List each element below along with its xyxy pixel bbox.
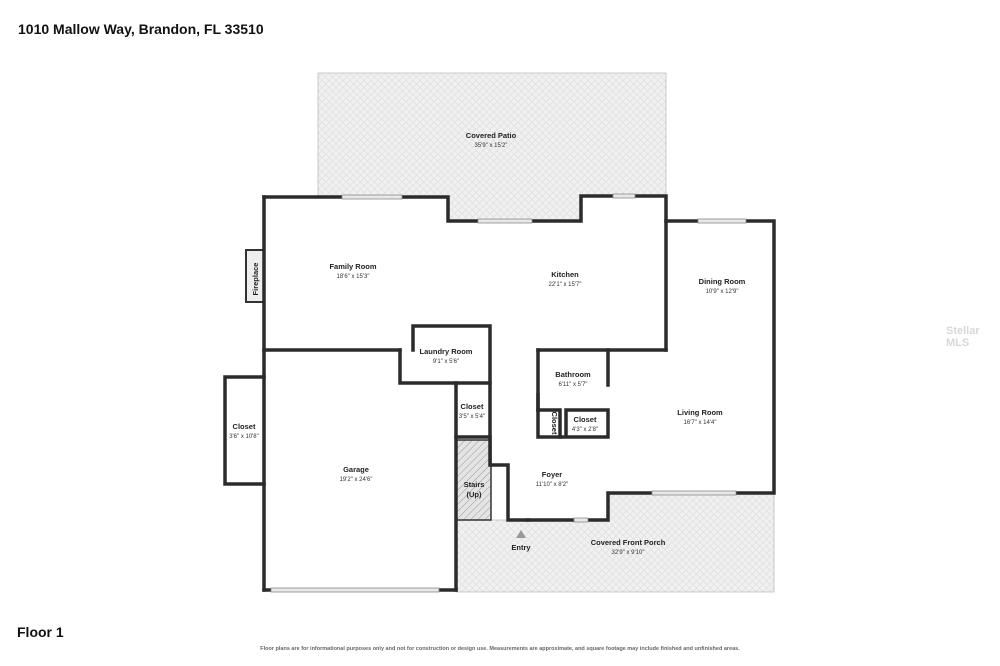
fireplace-label: Fireplace xyxy=(251,263,260,296)
laundry-room-dims: 9'1" x 5'6" xyxy=(433,359,459,365)
front-porch-dims: 32'9" x 9'10" xyxy=(612,550,645,556)
kitchen-dims: 22'1" x 15'7" xyxy=(549,282,582,288)
disclaimer-text: Floor plans are for informational purpos… xyxy=(260,646,740,652)
living-room-label: Living Room xyxy=(677,408,723,417)
kitchen-label: Kitchen xyxy=(551,270,579,279)
laundry-room-label: Laundry Room xyxy=(420,347,473,356)
family-room-label: Family Room xyxy=(329,262,376,271)
dining-room-label: Dining Room xyxy=(699,277,746,286)
family-room-dims: 18'6" x 15'3" xyxy=(337,274,370,280)
hall-closet-label: Closet xyxy=(461,402,484,411)
entry-arrow xyxy=(516,530,526,538)
foyer-label: Foyer xyxy=(542,470,563,479)
small-closet-label: Closet xyxy=(550,412,559,435)
property-address: 1010 Mallow Way, Brandon, FL 33510 xyxy=(18,21,264,37)
covered-patio-label: Covered Patio xyxy=(466,131,517,140)
garage-label: Garage xyxy=(343,465,369,474)
stairs-label: Stairs xyxy=(464,480,485,489)
bathroom-label: Bathroom xyxy=(555,370,591,379)
covered-patio-dims: 35'9" x 15'2" xyxy=(475,143,508,149)
front-porch-label: Covered Front Porch xyxy=(591,538,666,547)
foyer-dims: 11'10" x 8'2" xyxy=(536,482,568,488)
dining-room-dims: 10'9" x 12'9" xyxy=(706,289,739,295)
bath-closet-label: Closet xyxy=(574,415,597,424)
living-room-dims: 16'7" x 14'4" xyxy=(684,420,717,426)
garage-dims: 19'2" x 24'6" xyxy=(340,477,373,483)
garage-closet-label: Closet xyxy=(233,422,256,431)
floor-label: Floor 1 xyxy=(17,624,64,640)
bathroom-dims: 6'11" x 5'7" xyxy=(558,382,587,388)
windows xyxy=(270,193,747,593)
mls-watermark: Stellar MLS xyxy=(946,325,980,349)
garage-closet-dims: 3'6" x 10'8" xyxy=(229,434,259,440)
entry-label: Entry xyxy=(511,543,531,552)
stairs-sub-label: (Up) xyxy=(467,490,482,499)
hall-closet-dims: 3'5" x 5'4" xyxy=(459,414,485,420)
bath-closet-dims: 4'3" x 2'8" xyxy=(572,427,598,433)
